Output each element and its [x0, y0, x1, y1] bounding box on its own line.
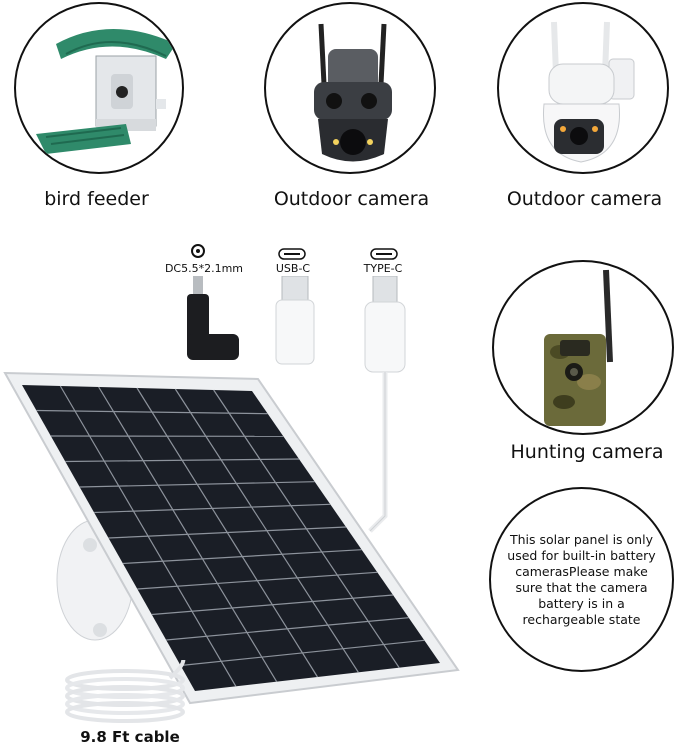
- ptz-camera-caption: Outdoor camera: [506, 188, 663, 210]
- bird-feeder-circle: [14, 2, 184, 174]
- hunting-camera-image: [544, 269, 613, 426]
- bird-feeder-image: [36, 29, 176, 154]
- battery-note-text: This solar panel is only used for built-…: [507, 531, 656, 627]
- battery-note-circle: This solar panel is only used for built-…: [489, 487, 674, 672]
- hunting-camera-caption: Hunting camera: [510, 441, 664, 463]
- usb-c-adapter-image: [275, 276, 315, 365]
- coiled-cable-image: [65, 660, 186, 723]
- dc-connector-image: [187, 276, 239, 360]
- dc-connector-icon: [190, 243, 206, 263]
- usb-c-port-icon: [278, 245, 306, 264]
- type-c-cable-image: [364, 276, 406, 533]
- dome-camera-image: [314, 23, 392, 162]
- dc-connector-label: DC5.5*2.1mm: [164, 262, 244, 275]
- type-c-label: TYPE-C: [363, 262, 403, 275]
- dome-camera-caption: Outdoor camera: [273, 188, 430, 210]
- ptz-camera-circle: [497, 2, 669, 174]
- bird-feeder-caption: bird feeder: [44, 188, 149, 210]
- dome-camera-circle: [264, 2, 436, 174]
- type-c-port-icon: [370, 245, 398, 264]
- hunting-camera-circle: [492, 260, 674, 435]
- cable-length-label: 9.8 Ft cable: [80, 728, 180, 746]
- usb-c-label: USB-C: [275, 262, 311, 275]
- solar-panel-image: [3, 371, 460, 705]
- ptz-camera-image: [542, 21, 635, 163]
